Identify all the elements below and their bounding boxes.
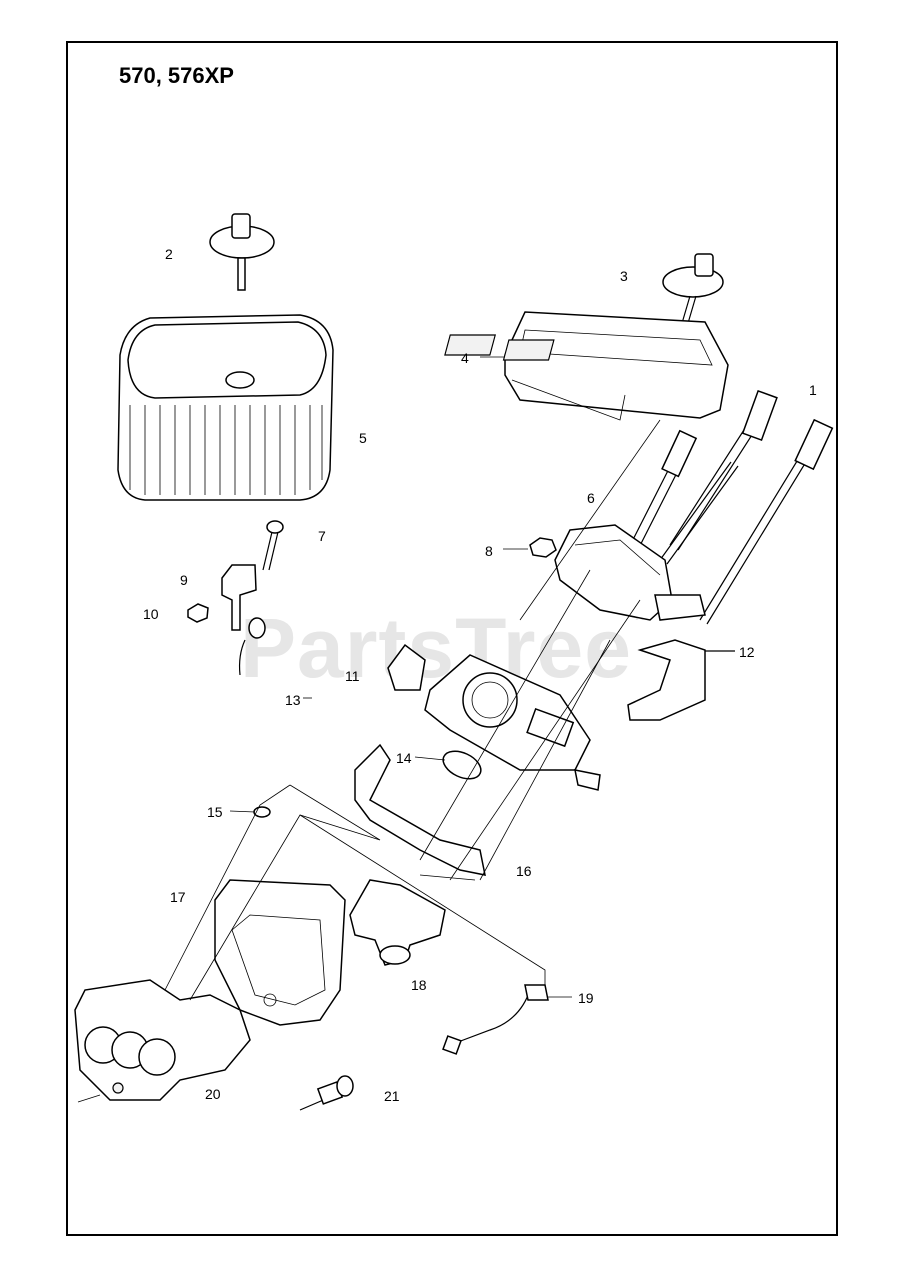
callout-20: 20: [205, 1086, 221, 1102]
callout-11: 11: [345, 668, 360, 684]
callout-4: 4: [461, 350, 469, 366]
callout-13: 13: [285, 692, 301, 708]
callout-21: 21: [384, 1088, 400, 1104]
callout-2: 2: [165, 246, 173, 262]
callout-14: 14: [396, 750, 412, 766]
part-19-hose[interactable]: [442, 984, 549, 1055]
callout-10: 10: [143, 606, 159, 622]
callout-9: 9: [180, 572, 188, 588]
part-21-screw[interactable]: [299, 1075, 354, 1111]
callout-17: 17: [170, 889, 186, 905]
callout-12: 12: [739, 644, 755, 660]
callout-6: 6: [587, 490, 595, 506]
part-8-nut[interactable]: [529, 537, 557, 558]
callout-15: 15: [207, 804, 223, 820]
part-7-screw[interactable]: [262, 520, 284, 571]
callout-16: 16: [516, 863, 532, 879]
callout-18: 18: [411, 977, 427, 993]
part-2-knob[interactable]: [209, 213, 275, 291]
part-3-knob[interactable]: [662, 253, 724, 331]
callout-5: 5: [359, 430, 367, 446]
part-17-intake-housing[interactable]: [214, 879, 346, 1026]
part-5-air-filter[interactable]: [117, 314, 334, 501]
part-9-bracket[interactable]: [221, 564, 266, 639]
part-16-intake-bracket[interactable]: [354, 743, 486, 876]
part-11-spacer[interactable]: [387, 643, 426, 691]
part-20-intake-manifold[interactable]: [74, 979, 251, 1101]
part-12-bracket[interactable]: [627, 639, 735, 721]
callout-19: 19: [578, 990, 594, 1006]
partstree-watermark: PartsTree™: [240, 600, 655, 697]
link-wire: [238, 639, 246, 676]
watermark-text: PartsTree: [240, 601, 632, 695]
callout-8: 8: [485, 543, 493, 559]
part-6-bolts[interactable]: [609, 429, 739, 590]
carburetor[interactable]: [424, 654, 601, 791]
part-4-filter-cover[interactable]: [444, 311, 729, 421]
callout-1: 1: [809, 382, 817, 398]
leader-lines: [77, 356, 572, 1103]
diagram-frame: [66, 41, 838, 1236]
part-18-flange[interactable]: [349, 879, 446, 966]
diagram-title: 570, 576XP: [119, 63, 234, 88]
filter-holder-bracket[interactable]: [554, 524, 706, 621]
part-1-bolts[interactable]: [669, 389, 834, 625]
callout-7: 7: [318, 528, 326, 544]
assembly-lines: [164, 419, 661, 1001]
part-10-nut[interactable]: [187, 603, 209, 623]
part-14-ring[interactable]: [439, 746, 485, 785]
callout-3: 3: [620, 268, 628, 284]
